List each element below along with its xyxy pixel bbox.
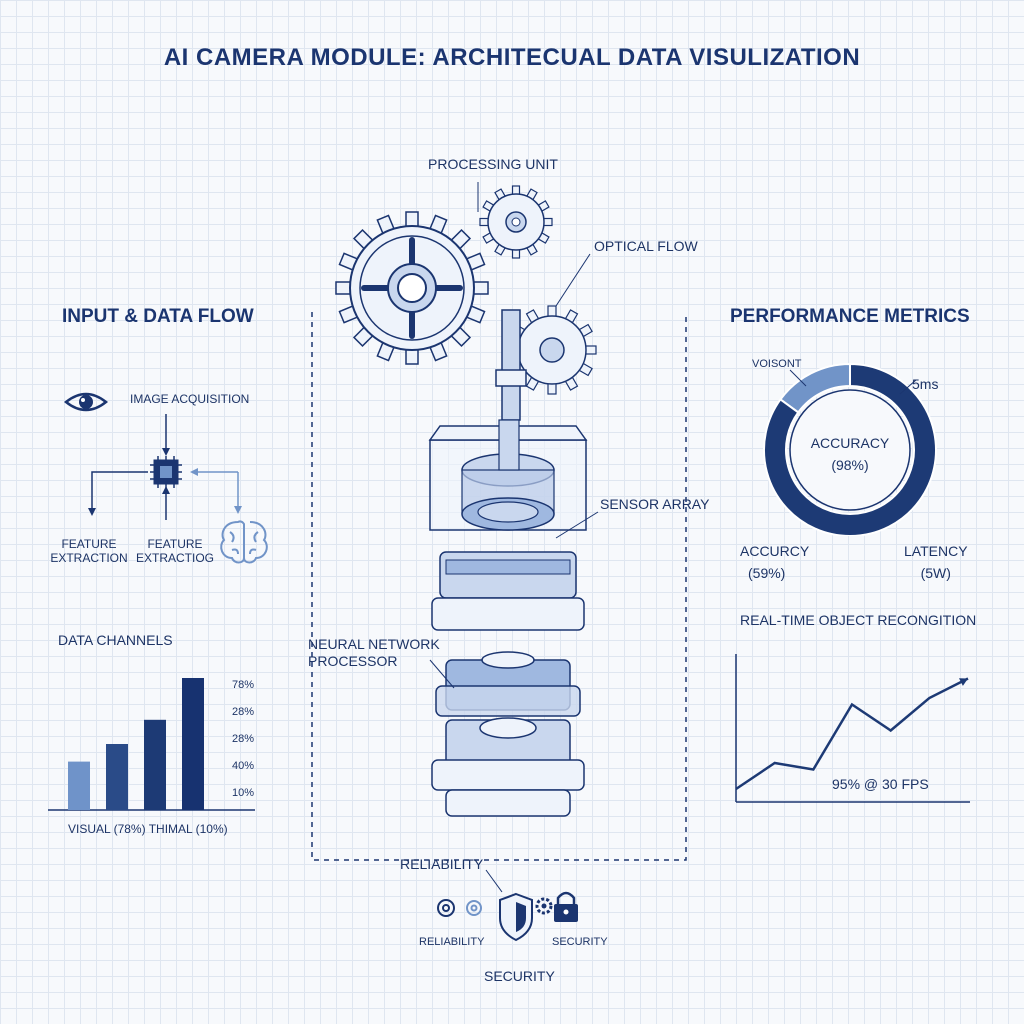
sensor-housing: [428, 419, 588, 531]
medium-gear-icon: [507, 305, 597, 395]
sensor-array-label: SENSOR ARRAY: [600, 496, 710, 512]
plate-stack: [431, 551, 585, 817]
data-channels-heading: DATA CHANNELS: [58, 632, 173, 648]
data-flow-diagram: [63, 392, 268, 564]
y-tick-label: 40%: [232, 760, 254, 772]
chip-icon: [150, 456, 182, 488]
donut-slice-1: [763, 362, 937, 536]
y-tick-label: 10%: [232, 787, 254, 799]
large-gear-icon: [335, 211, 489, 365]
feature-extraction-label-1: FEATURE EXTRACTION: [50, 537, 128, 565]
y-tick-label: 78%: [232, 679, 254, 691]
security-label-bottom: SECURITY: [484, 968, 555, 984]
reliability-label-bottom: RELIABILITY: [419, 936, 485, 948]
donut-label-right: 5ms: [912, 376, 939, 392]
brain-icon: [220, 520, 268, 564]
architecture-diagram: [311, 182, 687, 942]
donut-label-left: VOISONT: [752, 358, 802, 370]
page-title: AI CAMERA MODULE: ARCHITECUAL DATA VISUL…: [163, 44, 861, 71]
accuracy-metric: ACCURCY (59%): [740, 543, 810, 581]
latency-metric: LATENCY (5W): [904, 543, 968, 581]
eye-icon: [63, 392, 109, 412]
realtime-chart-title: REAL-TIME OBJECT RECONGITION: [740, 612, 977, 628]
security-label-right: SECURITY: [552, 936, 608, 948]
shaft: [501, 309, 521, 421]
small-gear-icon: [479, 185, 553, 259]
shield-icon: [499, 892, 533, 942]
realtime-line-chart: [735, 654, 970, 803]
bar-4: [182, 678, 204, 810]
image-acquisition-label: IMAGE ACQUISITION: [130, 392, 250, 406]
optical-flow-label: OPTICAL FLOW: [594, 238, 698, 254]
bar-3: [144, 719, 166, 810]
realtime-value-label: 95% @ 30 FPS: [832, 776, 929, 792]
gear-icon: [535, 897, 553, 915]
reliability-label-top: RELIABILITY: [400, 856, 484, 872]
bar-1: [68, 761, 90, 810]
y-tick-label: 28%: [232, 733, 254, 745]
y-tick-label: 28%: [232, 706, 254, 718]
line-series: [735, 677, 969, 791]
input-data-flow-heading: INPUT & DATA FLOW: [62, 306, 254, 327]
feature-extraction-label-2: FEATURE EXTRACTIOG: [135, 537, 214, 565]
performance-metrics-heading: PERFORMANCE METRICS: [730, 306, 970, 327]
dashed-frame: [311, 312, 687, 861]
chart-x-label: VISUAL (78%) THIMAL (10%): [68, 822, 228, 836]
gears-icon: [437, 899, 482, 917]
donut-center-label: ACCURACY (98%): [810, 435, 890, 473]
arrow-head: [959, 678, 968, 686]
neural-network-processor-label: NEURAL NETWORK PROCESSOR: [308, 636, 440, 669]
lock-icon: [554, 891, 578, 922]
performance-donut-chart: [763, 362, 937, 536]
processing-unit-label: PROCESSING UNIT: [428, 156, 558, 172]
data-channels-chart: 78% 28% 28% 40% 10%: [48, 678, 255, 811]
bar-2: [106, 744, 128, 810]
